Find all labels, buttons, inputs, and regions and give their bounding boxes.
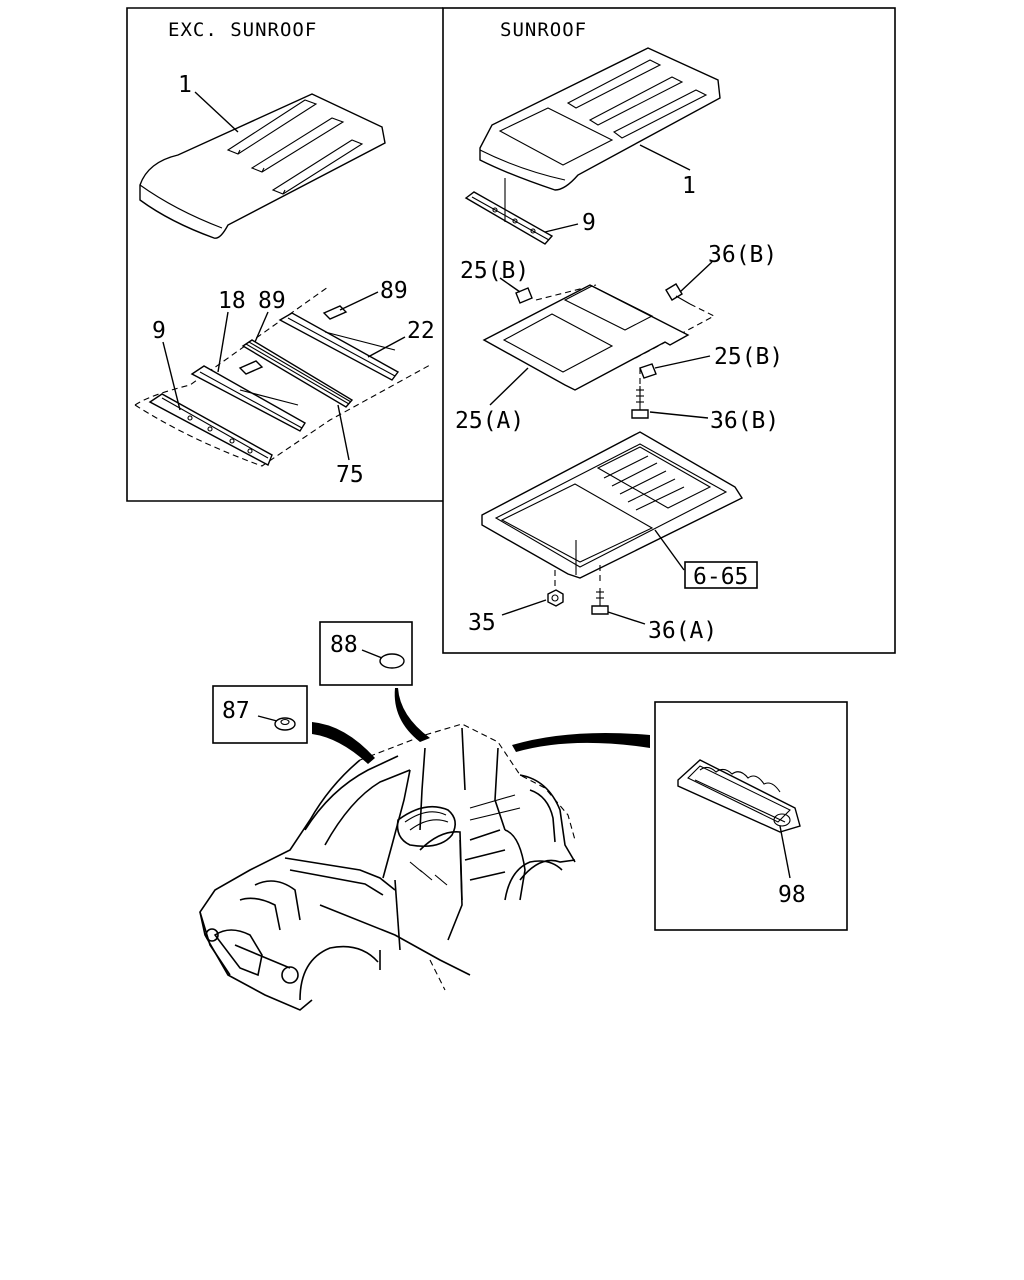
panel98-leader [779,825,791,879]
exc-rail-22 [278,312,400,381]
plug88-label: 88 [330,632,358,658]
sunroof-nut35-leader [501,599,547,616]
exc-sunroof-frame [126,7,443,502]
sunroof-bracket25b-mid-label: 25(B) [714,344,783,370]
sunroof-bolt36b-mid-label: 36(B) [710,408,779,434]
exc-clip89-leader [339,291,379,311]
panel-98-detail: 98 [654,701,848,931]
sunroof-bolt-36b-mid [631,386,649,419]
sunroof-bolt36a-label: 36(A) [648,618,717,644]
sunroof-ref665-box [684,561,758,589]
exc-roof-panel [139,93,386,239]
plug88-icon [379,653,405,669]
sunroof-bracket25b-mid-leader [654,355,711,369]
sunroof-ref665-label: 6-65 [693,564,748,590]
sunroof-roof-label: 1 [682,173,696,199]
exc-bow-18 [190,365,306,432]
exc-strip75-leader [337,404,350,461]
vehicle-body-shell [199,723,576,1011]
sunroof-bolt36a-leader [607,611,646,625]
sunroof-frame25a-leader [489,367,529,406]
sunroof-bow9-label: 9 [582,210,596,236]
sunroof-roof-leader [639,144,691,171]
plug-88-detail: 88 [319,621,413,686]
sunroof-nut-35 [547,570,564,607]
exc-bow18-leader [217,311,229,373]
sunroof-frame-25a [482,284,690,391]
panel98-pointer [512,732,650,752]
sunroof-bolt-36b-top [665,283,691,305]
sunroof-frame [442,7,896,654]
sunroof-housing [481,431,744,579]
exc-bow18-label: 18 [218,288,246,314]
exc-sunroof-title: EXC. SUNROOF [168,19,317,41]
exc-clip89-label: 89 [380,278,408,304]
sunroof-title: SUNROOF [500,19,587,41]
sunroof-bow9-leader [544,223,579,233]
sunroof-frame25a-label: 25(A) [455,408,524,434]
sunroof-front-bow [464,191,554,245]
sunroof-panel: SUNROOF 1 9 25(B) [442,7,896,654]
exc-sunroof-panel: EXC. SUNROOF 1 9 [126,7,443,502]
sunroof-roof-panel [479,47,721,191]
panel98-icon [677,759,801,833]
exc-roof-label: 1 [178,72,192,98]
exc-rail22-label: 22 [407,318,435,344]
exc-strip89-label: 89 [258,288,286,314]
sunroof-bracket25b-top-label: 25(B) [460,258,529,284]
panel98-label: 98 [778,882,806,908]
sunroof-bolt36b-mid-leader [649,411,709,419]
plug87-label: 87 [222,698,250,724]
sunroof-bolt-36a [591,565,609,615]
exc-strip89-leader [254,311,269,343]
sunroof-ref665-leader [654,529,685,571]
exc-bow9-leader [162,341,181,411]
plug87-pointer [312,722,375,764]
exc-rail22-leader [367,336,406,358]
sunroof-bolt36b-top-leader [679,261,713,293]
plug-87-detail: 87 [212,685,308,744]
sunroof-bracket25b-top-leader [499,277,521,293]
sunroof-nut35-label: 35 [468,610,496,636]
exc-strip-89 [241,339,354,408]
sunroof-bolt36b-top-label: 36(B) [708,242,777,268]
exc-strip75-label: 75 [336,462,364,488]
exc-frame-outline [134,286,329,406]
exc-roof-leader [194,91,239,133]
sunroof-bracket-25b-mid [639,363,657,379]
exc-bow9-label: 9 [152,318,166,344]
plug88-pointer [394,688,430,742]
